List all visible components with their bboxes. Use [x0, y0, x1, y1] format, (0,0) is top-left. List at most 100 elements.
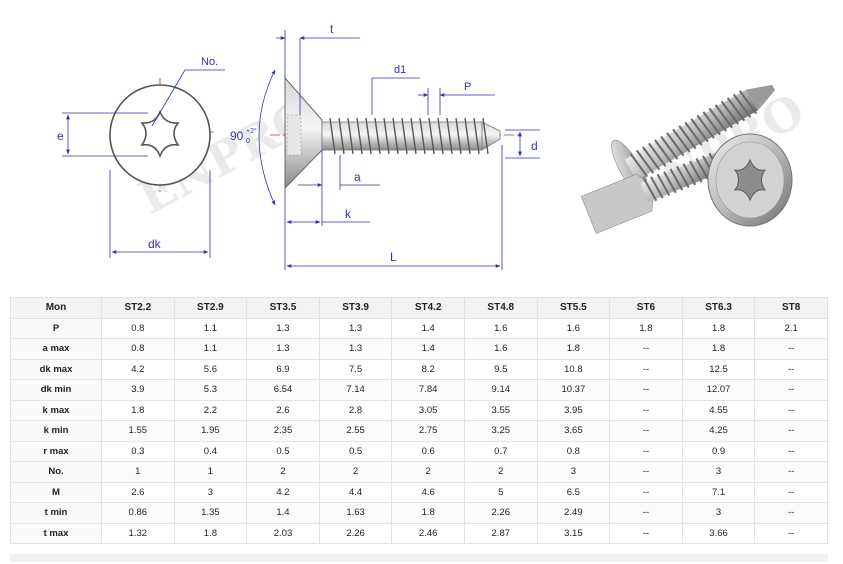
dim-no-label: No. — [201, 56, 218, 68]
row-label: k min — [10, 420, 102, 442]
table-cell: 1.4 — [391, 317, 465, 339]
table-cell: 2 — [391, 461, 465, 483]
table-cell: 3.25 — [463, 420, 538, 442]
table-cell: 3 — [536, 461, 611, 483]
row-label: r max — [10, 440, 102, 462]
table-cell: 3.15 — [536, 522, 611, 544]
footer-bar — [10, 554, 828, 562]
table-cell: 4.55 — [681, 399, 756, 421]
table-header-size: ST2.9 — [173, 297, 248, 319]
table-cell: 1.6 — [536, 317, 611, 339]
table-cell: 3.55 — [463, 399, 538, 421]
row-label: t max — [10, 522, 102, 544]
table-cell: 1.8 — [391, 502, 465, 524]
table-cell: 2.26 — [463, 502, 538, 524]
dim-k-label: k — [345, 207, 352, 221]
table-cell: 4.2 — [246, 481, 320, 503]
table-cell: 1.8 — [609, 317, 683, 339]
table-cell: -- — [609, 461, 683, 483]
table-header-label: Mon — [10, 297, 102, 319]
dim-t-label: t — [330, 22, 334, 36]
head-top-view: e No. dk — [57, 56, 225, 258]
table-cell: 3 — [681, 502, 756, 524]
table-cell: 3 — [681, 461, 756, 483]
table-cell: 1.8 — [536, 338, 611, 360]
table-cell: 3.95 — [536, 399, 611, 421]
table-cell: 0.9 — [681, 440, 756, 462]
table-cell: 1.1 — [173, 317, 248, 339]
table-cell: 1.3 — [246, 317, 320, 339]
table-cell: -- — [754, 379, 828, 401]
table-header-size: ST3.5 — [246, 297, 320, 319]
table-cell: 0.3 — [101, 440, 175, 462]
table-cell: -- — [754, 481, 828, 503]
row-label: dk max — [10, 358, 102, 380]
table-cell: 1.3 — [318, 338, 393, 360]
table-cell: 2.55 — [318, 420, 393, 442]
table-cell: 3.65 — [536, 420, 611, 442]
table-cell: -- — [754, 358, 828, 380]
table-cell: -- — [609, 399, 683, 421]
row-label: M — [10, 481, 102, 503]
table-cell: 4.6 — [391, 481, 465, 503]
table-cell: 5.3 — [173, 379, 248, 401]
table-cell: 1.8 — [173, 522, 248, 544]
table-cell: -- — [754, 338, 828, 360]
table-cell: 1.6 — [463, 338, 538, 360]
table-header-size: ST2.2 — [101, 297, 175, 319]
table-header-size: ST6.3 — [681, 297, 756, 319]
table-cell: 3.05 — [391, 399, 465, 421]
dim-p-label: P — [464, 81, 471, 93]
dim-dk-label: dk — [148, 237, 162, 251]
table-cell: 2 — [463, 461, 538, 483]
table-cell: 2.35 — [246, 420, 320, 442]
table-cell: 5 — [463, 481, 538, 503]
table-cell: 1.1 — [173, 338, 248, 360]
torx-recess-icon — [733, 158, 767, 202]
table-cell: -- — [754, 440, 828, 462]
dim-e-label: e — [57, 129, 64, 143]
table-cell: 7.1 — [681, 481, 756, 503]
table-cell: 0.86 — [101, 502, 175, 524]
table-cell: 7.84 — [391, 379, 465, 401]
table-header-size: ST8 — [754, 297, 828, 319]
dim-a-label: a — [354, 170, 361, 184]
row-label: t min — [10, 502, 102, 524]
table-cell: 1.4 — [246, 502, 320, 524]
table-cell: 2.6 — [101, 481, 175, 503]
table-cell: 4.25 — [681, 420, 756, 442]
table-cell: 0.7 — [463, 440, 538, 462]
dim-l-label: L — [390, 250, 397, 264]
table-header-size: ST5.5 — [536, 297, 611, 319]
table-cell: 2.46 — [391, 522, 465, 544]
table-cell: 8.2 — [391, 358, 465, 380]
table-cell: 9.5 — [463, 358, 538, 380]
table-cell: 10.37 — [536, 379, 611, 401]
table-cell: 1.8 — [681, 317, 756, 339]
table-cell: -- — [754, 522, 828, 544]
table-cell: 1.35 — [173, 502, 248, 524]
table-cell: 9.14 — [463, 379, 538, 401]
table-cell: 0.8 — [101, 338, 175, 360]
table-header-size: ST4.2 — [391, 297, 465, 319]
table-cell: 3.66 — [681, 522, 756, 544]
table-cell: 2.8 — [318, 399, 393, 421]
table-cell: 4.2 — [101, 358, 175, 380]
table-cell: 7.14 — [318, 379, 393, 401]
table-cell: 1.4 — [391, 338, 465, 360]
row-label: No. — [10, 461, 102, 483]
screw-side-view: t d1 P d 90 +2° 0 a k L — [230, 22, 540, 270]
table-cell: -- — [754, 420, 828, 442]
dim-d-label: d — [531, 139, 538, 153]
table-cell: 6.9 — [246, 358, 320, 380]
table-cell: 0.5 — [246, 440, 320, 462]
angle-tolerance-lower: 0 — [246, 138, 250, 145]
